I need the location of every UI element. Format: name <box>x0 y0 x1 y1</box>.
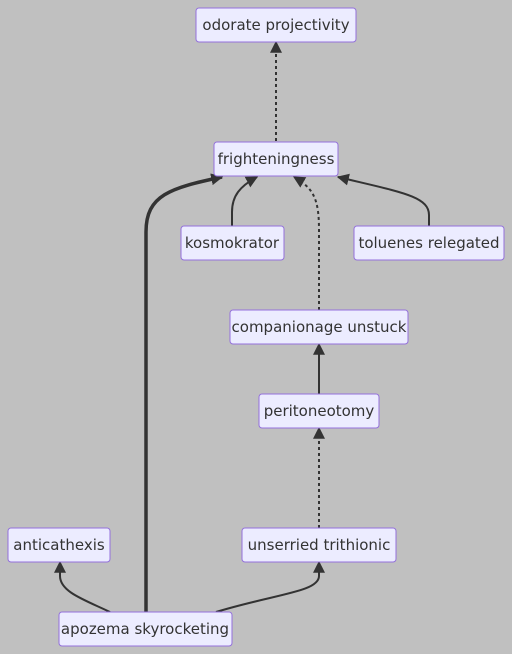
edge-apozema-skyrocketing-to-unserried-trithionic <box>215 560 325 613</box>
node-odorate-projectivity[interactable]: odorate projectivity <box>195 7 357 43</box>
node-label: anticathexis <box>13 536 105 554</box>
node-label: odorate projectivity <box>202 16 349 34</box>
edges <box>54 40 430 613</box>
node-label: peritoneotomy <box>264 402 375 420</box>
node-label: kosmokrator <box>185 234 280 252</box>
node-box <box>195 7 357 43</box>
node-toluenes-relegated[interactable]: toluenes relegated <box>353 225 505 261</box>
node-box <box>229 309 409 345</box>
node-label: companionage unstuck <box>232 318 407 336</box>
edge-apozema-skyrocketing-to-frighteningness <box>144 173 224 612</box>
node-box <box>213 141 339 177</box>
node-peritoneotomy[interactable]: peritoneotomy <box>258 393 380 429</box>
edge-apozema-skyrocketing-to-anticathexis <box>54 560 111 613</box>
node-box <box>58 611 233 647</box>
node-anticathexis[interactable]: anticathexis <box>7 527 111 563</box>
node-apozema-skyrocketing[interactable]: apozema skyrocketing <box>58 611 233 647</box>
node-label: frighteningness <box>218 150 335 168</box>
node-label: toluenes relegated <box>358 234 499 252</box>
node-box <box>180 225 285 261</box>
node-label: unserried trithionic <box>248 536 391 554</box>
node-box <box>7 527 111 563</box>
node-frighteningness[interactable]: frighteningness <box>213 141 339 177</box>
node-box <box>353 225 505 261</box>
node-box <box>241 527 397 563</box>
node-kosmokrator[interactable]: kosmokrator <box>180 225 285 261</box>
edge-toluenes-relegated-to-frighteningness <box>336 173 430 226</box>
node-box <box>258 393 380 429</box>
edge-companionage-unstuck-to-frighteningness <box>292 176 320 310</box>
node-companionage-unstuck[interactable]: companionage unstuck <box>229 309 409 345</box>
node-unserried-trithionic[interactable]: unserried trithionic <box>241 527 397 563</box>
node-label: apozema skyrocketing <box>61 620 229 638</box>
edge-kosmokrator-to-frighteningness <box>231 176 259 226</box>
